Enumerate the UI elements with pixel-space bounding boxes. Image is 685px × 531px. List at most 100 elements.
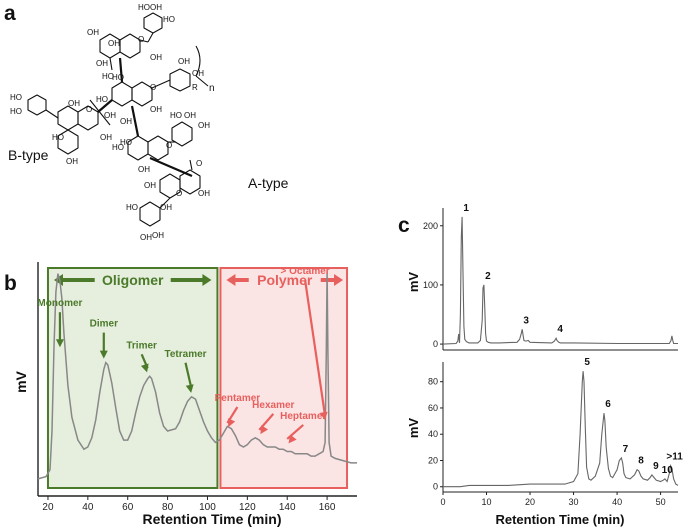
panel-c-top-ylabel: mV — [406, 272, 421, 293]
structure-atom-labels: HO OH HO OH OH OH HO OH OH HO HO OH HO O… — [10, 3, 215, 242]
x-tick-label: 50 — [656, 497, 666, 507]
atom-label: O — [166, 141, 172, 150]
peak-annotation: Tetramer — [164, 349, 207, 393]
atom-label: OH — [140, 233, 152, 242]
atom-label: HO — [138, 3, 150, 12]
x-tick-label: 60 — [122, 502, 134, 513]
y-tick-label: 40 — [428, 429, 438, 439]
atom-label: OH — [150, 3, 162, 12]
arrow-head-left — [226, 274, 236, 286]
panel-c-top-peak-labels: 1 2 3 4 — [463, 203, 563, 335]
y-tick-label: 20 — [428, 455, 438, 465]
peak-label: 1 — [463, 203, 469, 214]
peak-label: 7 — [623, 444, 629, 455]
r-group-label: R — [192, 83, 198, 92]
x-tick-label: 80 — [162, 502, 174, 513]
panel-c-bottom-chromatogram-line — [443, 371, 679, 488]
annotation-arrow-head — [185, 384, 194, 393]
peak-label: 3 — [523, 315, 529, 326]
peak-annotation: Monomer — [37, 298, 83, 348]
atom-label: OH — [87, 28, 99, 37]
atom-label: OH — [66, 157, 78, 166]
atom-label: HO — [120, 138, 132, 147]
structure-drawing — [27, 12, 209, 227]
atom-label: HO — [10, 107, 22, 116]
x-tick-label: 140 — [279, 502, 296, 513]
a-type-label: A-type — [248, 175, 289, 191]
annotation-arrow-head — [140, 363, 149, 373]
peak-annotation: Heptamer — [280, 411, 326, 444]
panel-a-letter: a — [4, 2, 16, 25]
annotation-label: Hexamer — [252, 400, 294, 411]
arrow-head-right — [334, 274, 344, 286]
peak-label: 2 — [485, 271, 491, 282]
panel-c-bottom-ylabel: mV — [406, 418, 421, 439]
annotation-arrow-head — [227, 418, 236, 428]
atom-label: O — [86, 105, 92, 114]
atom-label: OH — [144, 181, 156, 190]
annotation-label: Pentamer — [215, 393, 261, 404]
panel-b-ylabel: mV — [13, 370, 29, 392]
atom-label: O — [150, 83, 156, 92]
atom-label: OH — [150, 105, 162, 114]
panel-b-chromatogram-line — [37, 271, 357, 480]
panel-c-top-chromatogram-line — [442, 216, 678, 345]
y-tick-label: 100 — [423, 280, 438, 290]
arrow-head-right — [202, 274, 212, 286]
atom-label: HO — [126, 203, 138, 212]
panel-b-letter: b — [4, 272, 17, 295]
annotation-arrow-head — [55, 339, 64, 348]
annotation-arrow-head — [288, 434, 297, 444]
panel-c-letter: c — [398, 214, 410, 237]
annotation-arrow-head — [99, 350, 108, 359]
atom-label: OH — [152, 231, 164, 240]
atom-label: OH — [120, 117, 132, 126]
subscript-n: n — [209, 83, 215, 94]
peak-label: 9 — [653, 461, 659, 472]
peak-label: 10 — [662, 465, 674, 476]
atom-label: OH — [108, 39, 120, 48]
atom-label: O — [176, 189, 182, 198]
panel-c-xlabel: Retention Time (min) — [495, 512, 624, 527]
annotation-label: Monomer — [37, 298, 82, 309]
x-tick-label: 100 — [199, 502, 216, 513]
atom-label: HO — [102, 72, 114, 81]
atom-label: HO — [96, 95, 108, 104]
peak-label: 8 — [638, 456, 644, 467]
atom-label: OH — [96, 59, 108, 68]
peak-annotation: Pentamer — [215, 393, 261, 428]
y-tick-label: 60 — [428, 403, 438, 413]
x-tick-label: 10 — [482, 497, 492, 507]
atom-label: OH — [198, 189, 210, 198]
atom-label: OH — [198, 121, 210, 130]
x-tick-label: 40 — [612, 497, 622, 507]
atom-label: HO — [52, 133, 64, 142]
annotation-label: Dimer — [90, 319, 118, 330]
y-tick-label: 0 — [433, 339, 438, 349]
atom-label: OH — [192, 69, 204, 78]
x-tick-label: 20 — [42, 502, 54, 513]
peak-label: 4 — [557, 324, 563, 335]
atom-label: OH — [138, 165, 150, 174]
atom-label: OH — [184, 111, 196, 120]
peak-label: >11 — [666, 452, 683, 463]
annotation-arrow-line — [184, 362, 193, 390]
y-tick-label: 0 — [433, 482, 438, 492]
peak-annotation: Hexamer — [252, 400, 295, 435]
atom-label: OH — [104, 111, 116, 120]
y-tick-label: 80 — [428, 377, 438, 387]
peak-label: 6 — [605, 399, 611, 410]
peak-label: 5 — [584, 357, 590, 368]
panel-b: b mV Retention Time (min) Oligomer Polym… — [4, 262, 357, 527]
atom-label: HO — [163, 15, 175, 24]
annotation-label: Tetramer — [164, 349, 206, 360]
atom-label: HO — [10, 93, 22, 102]
x-tick-label: 0 — [440, 497, 445, 507]
panel-a: a — [4, 2, 289, 242]
atom-label: OH — [178, 57, 190, 66]
x-tick-label: 30 — [569, 497, 579, 507]
b-type-label: B-type — [8, 147, 49, 163]
